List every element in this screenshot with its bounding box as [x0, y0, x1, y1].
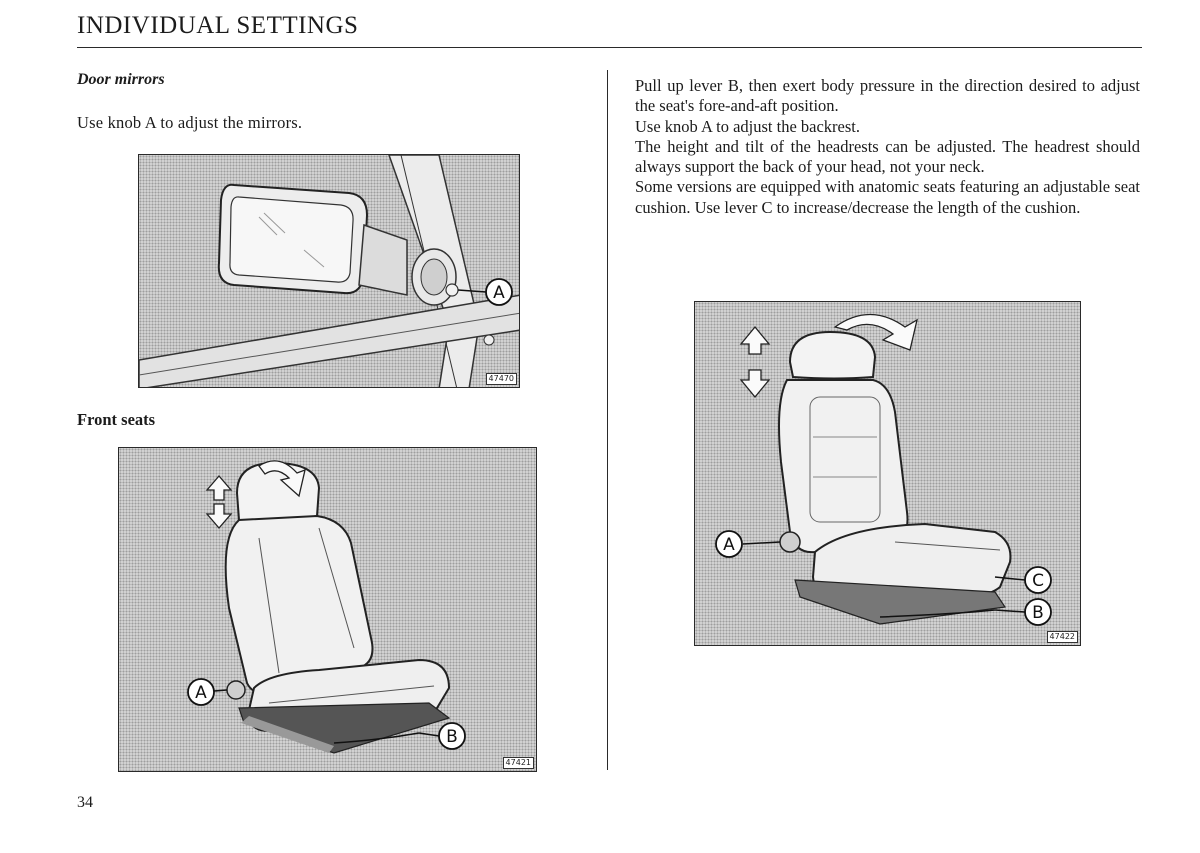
page-number: 34	[77, 794, 93, 811]
down-arrow-icon	[205, 503, 233, 529]
callout-c-label: C	[1032, 571, 1044, 591]
paragraph: Some versions are equipped with anatomic…	[635, 177, 1140, 217]
callout-b-marker	[438, 722, 466, 750]
callout-c-marker	[1024, 566, 1052, 594]
anatomic-seat-figure: A C B 47422	[694, 301, 1081, 646]
callout-a-marker	[485, 278, 513, 306]
tilt-arrow-icon	[258, 460, 306, 498]
door-mirrors-text: Use knob A to adjust the mirrors.	[77, 113, 303, 132]
column-divider	[607, 70, 608, 770]
up-arrow-icon	[205, 475, 233, 501]
paragraph: Use knob A to adjust the backrest.	[635, 116, 861, 136]
front-seat-figure: A B 47421	[118, 447, 537, 772]
title-rule	[77, 47, 1142, 48]
door-mirrors-heading: Door mirrors	[77, 71, 165, 88]
up-arrow-icon	[739, 325, 771, 355]
callout-b-marker	[1024, 598, 1052, 626]
down-arrow-icon	[739, 369, 771, 399]
callout-a-label: A	[493, 283, 505, 303]
tilt-arrow-icon	[833, 314, 918, 351]
door-mirror-illustration: A	[139, 155, 519, 387]
front-seats-heading: Front seats	[77, 410, 156, 429]
figure-number: 47421	[502, 757, 534, 769]
front-seat-illustration: A B	[187, 460, 466, 754]
paragraph: The height and tilt of the headrests can…	[635, 136, 1140, 177]
callout-b-label: B	[446, 727, 458, 747]
callout-b-label: B	[1032, 603, 1044, 623]
callout-a-label: A	[195, 683, 207, 703]
figure-number: 47422	[1046, 631, 1078, 643]
door-mirror-figure: A 47470	[138, 154, 520, 388]
anatomic-seat-illustration: A C B	[715, 314, 1052, 626]
callout-a-marker	[187, 678, 215, 706]
callout-a-marker	[715, 530, 743, 558]
page-title: INDIVIDUAL SETTINGS	[77, 12, 359, 39]
paragraph: Pull up lever B, then exert body pressur…	[635, 76, 1140, 116]
right-column-text: Pull up lever B, then exert body pressur…	[635, 76, 1140, 218]
figure-number: 47470	[485, 373, 517, 385]
callout-a-label: A	[723, 535, 735, 555]
